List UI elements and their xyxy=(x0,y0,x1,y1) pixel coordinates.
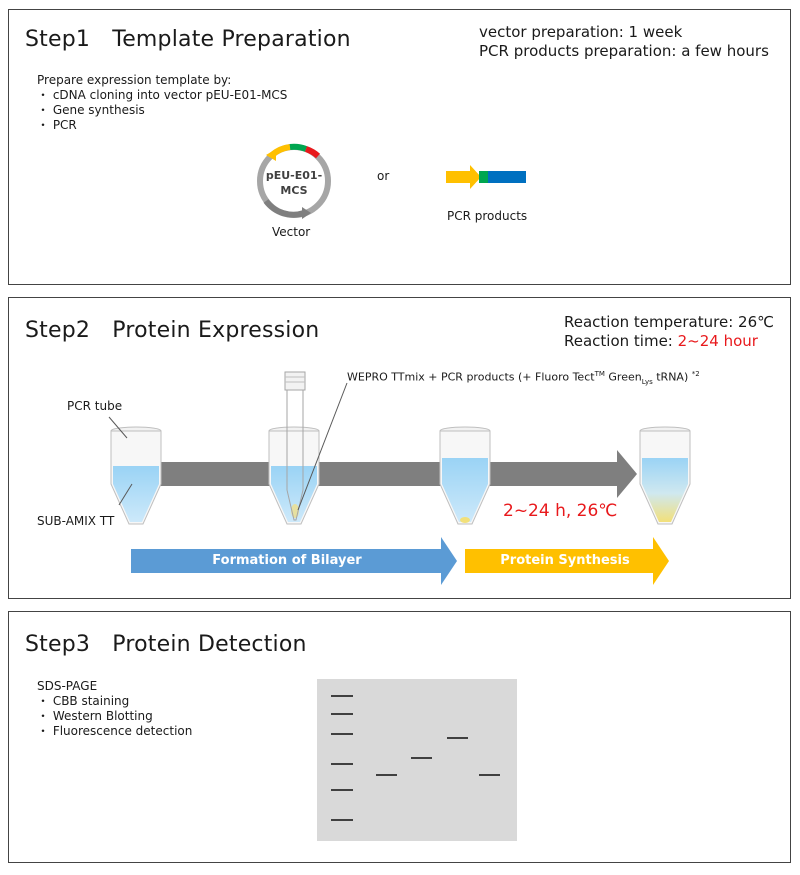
template-intro: Prepare expression template by: xyxy=(37,73,232,87)
pcr-preparation-time: PCR products preparation: a few hours xyxy=(479,42,769,60)
reaction-temperature: Reaction temperature: 26℃ xyxy=(564,313,774,331)
pcr-products-label: PCR products xyxy=(447,209,528,223)
vector-plasmid-icon: pEU-E01- MCS xyxy=(257,143,331,219)
pcr-tube-label: PCR tube xyxy=(67,399,123,413)
vector-name-line1: pEU-E01- xyxy=(266,169,322,182)
mix-text-pre: WEPRO TTmix + PCR products (+ Fluoro Tec… xyxy=(347,370,595,384)
subamix-label: SUB-AMIX TT xyxy=(37,514,115,528)
pcr-product-icon xyxy=(446,165,526,189)
mix-tm: TM xyxy=(594,370,605,378)
reaction-time-label: Reaction time: xyxy=(564,332,678,350)
sds-page-gel xyxy=(317,679,517,841)
pipette-tip-icon xyxy=(284,371,306,521)
reaction-mix-label: WEPRO TTmix + PCR products (+ Fluoro Tec… xyxy=(347,370,700,386)
bilayer-phase-label: Formation of Bilayer xyxy=(212,553,362,568)
step2-title: Step2 Protein Expression xyxy=(25,318,320,343)
process-arrow xyxy=(149,450,637,498)
sds-page-label: SDS-PAGE xyxy=(37,679,98,693)
method-item: ・ Gene synthesis xyxy=(37,103,145,117)
method-item: ・ PCR xyxy=(37,118,77,132)
vector-label: Vector xyxy=(272,225,311,239)
mix-green: Green xyxy=(604,370,642,384)
pcr-tube-1 xyxy=(110,426,162,525)
or-label: or xyxy=(377,169,390,183)
pcr-tube-3 xyxy=(439,426,491,525)
incubation-label: 2~24 h, 26℃ xyxy=(503,501,618,521)
synthesis-phase-label: Protein Synthesis xyxy=(500,553,630,568)
step1-panel: Step1 Template Preparation vector prepar… xyxy=(8,9,791,285)
expression-process-graphic xyxy=(108,371,691,585)
pcr-tube-4 xyxy=(639,426,691,525)
step2-panel: Step2 Protein Expression Reaction temper… xyxy=(8,297,791,599)
reaction-time: Reaction time: 2~24 hour xyxy=(564,332,758,351)
detection-method-item: ・ Fluorescence detection xyxy=(37,724,193,738)
bilayer-phase-arrow xyxy=(131,537,457,585)
step3-panel: Step3 Protein Detection SDS-PAGE ・ CBB s… xyxy=(8,611,791,863)
detection-method-item: ・ CBB staining xyxy=(37,694,130,708)
vector-name-line2: MCS xyxy=(280,184,307,197)
mix-leader-line xyxy=(297,382,348,511)
tube-leader-line xyxy=(108,416,128,439)
method-item: ・ cDNA cloning into vector pEU-E01-MCS xyxy=(37,88,288,102)
subamix-leader-line xyxy=(118,483,133,506)
mix-footnote: *2 xyxy=(691,370,700,378)
synthesis-phase-arrow xyxy=(465,537,669,585)
step3-title: Step3 Protein Detection xyxy=(25,632,307,657)
vector-preparation-time: vector preparation: 1 week xyxy=(479,23,683,41)
mix-lys: Lys xyxy=(641,377,653,386)
step1-title: Step1 Template Preparation xyxy=(25,27,351,52)
pcr-tube-2 xyxy=(268,426,320,525)
reaction-time-value: 2~24 hour xyxy=(677,332,758,350)
detection-method-item: ・ Western Blotting xyxy=(37,709,153,723)
mix-text-post: tRNA) xyxy=(652,370,692,384)
gel-background xyxy=(317,679,517,841)
